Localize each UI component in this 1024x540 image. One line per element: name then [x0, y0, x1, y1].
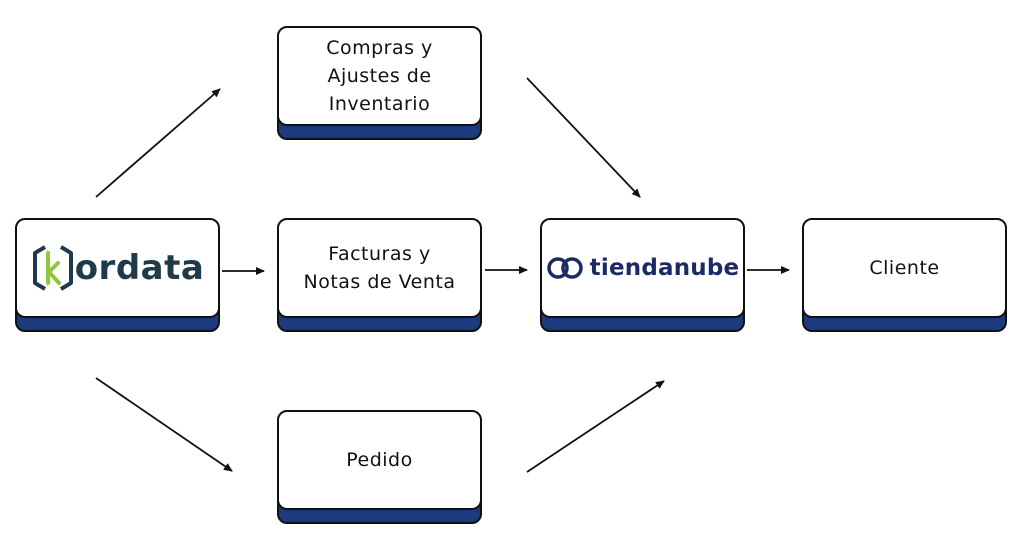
- compras-label: Compras y Ajustes de Inventario: [326, 37, 433, 115]
- node-card: Pedido: [277, 410, 482, 510]
- arrow-kordata-to-pedido: [95, 377, 233, 472]
- cliente-node: Cliente: [802, 218, 1007, 332]
- node-card: Facturas y Notas de Venta: [277, 218, 482, 318]
- node-card: ordata: [15, 218, 220, 318]
- facturas-node: Facturas y Notas de Venta: [277, 218, 482, 332]
- facturas-label: Facturas y Notas de Venta: [303, 243, 456, 293]
- kordata-wordmark: ordata: [74, 248, 205, 288]
- node-card: Cliente: [802, 218, 1007, 318]
- cliente-label: Cliente: [869, 257, 940, 279]
- arrow-pedido-to-tiendanube: [526, 380, 665, 473]
- arrow-kordata-to-compras: [95, 88, 221, 198]
- tiendanube-logo: tiendanube: [546, 255, 740, 281]
- arrow-compras-to-tiendanube: [526, 77, 641, 198]
- kordata-logo: ordata: [31, 243, 205, 293]
- tiendanube-wordmark: tiendanube: [589, 255, 740, 281]
- kordata-node: ordata: [15, 218, 220, 332]
- node-card: tiendanube: [540, 218, 745, 318]
- pedido-label: Pedido: [346, 449, 413, 471]
- kordata-hexagon-icon: [32, 245, 73, 291]
- tiendanube-cloud-icon: [546, 257, 583, 279]
- compras-node: Compras y Ajustes de Inventario: [277, 26, 482, 140]
- pedido-node: Pedido: [277, 410, 482, 524]
- tiendanube-node: tiendanube: [540, 218, 745, 332]
- node-card: Compras y Ajustes de Inventario: [277, 26, 482, 126]
